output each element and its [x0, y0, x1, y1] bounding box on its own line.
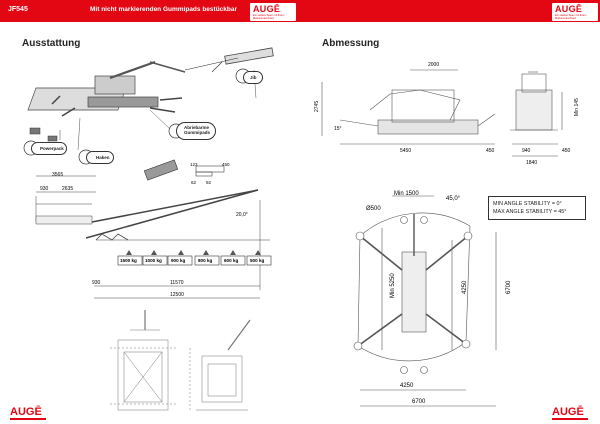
load-label-6: 500 kg	[250, 258, 264, 263]
crane-illustration	[27, 60, 186, 117]
page-title-abmessung: Abmessung	[322, 38, 380, 49]
load-label-4: 800 kg	[198, 258, 212, 263]
dim-dia-500: Ø500	[366, 206, 381, 212]
right-page: AUGĒ Ein starkes Team mit Ihrem Markenma…	[300, 0, 600, 424]
model-number: JF545	[8, 6, 28, 13]
equipment-drawings: 123 450 62 92 3565 930	[23, 47, 274, 411]
load-label-3: 900 kg	[171, 258, 185, 263]
load-labels	[117, 255, 272, 266]
load-label-2: 1000 kg	[145, 258, 162, 263]
dim-2745: 2745	[314, 101, 320, 112]
footer-logo-right: AUGĒ	[552, 406, 584, 418]
stability-min: MIN ANGLE STABILITY = 0°	[493, 201, 562, 207]
bottom-technical-drawings	[110, 310, 251, 411]
jib-illustration	[211, 47, 274, 73]
dim-min-145: Min 145	[574, 98, 580, 116]
dim-6700-vertical: 6700	[506, 280, 512, 294]
dim-930-b: 930	[92, 280, 101, 286]
dim-angle-20: 20,0°	[236, 212, 248, 218]
top-view-drawing	[357, 195, 497, 407]
header-headline: Mit nicht markierenden Gummipads bestück…	[90, 6, 238, 13]
footer-logo-left: AUGĒ	[10, 406, 42, 418]
dim-450-a: 450	[486, 148, 495, 154]
boom-dim-drawing	[35, 175, 270, 299]
outrigger-pads	[353, 216, 473, 374]
dim-4250-horizontal: 4250	[400, 383, 414, 389]
pad-dim-92: 92	[206, 180, 212, 185]
load-label-5: 600 kg	[224, 258, 238, 263]
dim-2635: 2635	[62, 186, 73, 192]
brand-logo-right: AUGĒ Ein starkes Team mit Ihrem Markenma…	[552, 3, 598, 21]
dim-6700-horizontal: 6700	[412, 399, 426, 405]
stability-box: MIN ANGLE STABILITY = 0° MAX ANGLE STABI…	[488, 196, 586, 220]
dim-1840: 1840	[526, 160, 537, 166]
footer-logo-underline-left	[10, 418, 46, 420]
front-view-drawing	[510, 71, 563, 157]
pad-dim-62: 62	[191, 180, 197, 185]
callout-haken: Haken	[86, 151, 114, 164]
left-header-bar: JF545 Mit nicht markierenden Gummipads b…	[0, 0, 300, 22]
stability-max: MAX ANGLE STABILITY = 45°	[493, 209, 567, 215]
dim-5450: 5450	[400, 148, 411, 154]
dim-940: 940	[522, 148, 531, 154]
dim-2000: 2000	[428, 62, 439, 68]
dimension-drawings: 2000 2745 15° 5450 450 Min 145 940 450 1…	[314, 62, 580, 407]
dim-450-b: 450	[562, 148, 571, 154]
rubber-pad-drawing	[143, 159, 225, 181]
dim-4250-vertical: 4250	[462, 280, 468, 294]
dim-12500: 12500	[170, 292, 184, 298]
dim-3565: 3565	[52, 172, 63, 178]
callout-jib: Jib	[243, 71, 263, 84]
pad-dim-450: 450	[222, 162, 230, 167]
dim-930-a: 930	[40, 186, 49, 192]
dim-11570: 11570	[170, 280, 184, 286]
callout-powerpack: Powerpack	[31, 142, 67, 155]
load-label-1: 1500 kg	[120, 258, 137, 263]
dim-min-1500: Min 1500	[394, 191, 419, 197]
brand-logo: AUGĒ Ein starkes Team mit Ihrem Markenma…	[250, 3, 296, 21]
page-title-ausstattung: Ausstattung	[22, 38, 81, 49]
dim-15-deg: 15°	[334, 126, 342, 132]
pad-dim-123: 123	[190, 162, 198, 167]
side-view-drawing	[321, 69, 496, 145]
callout-pads: Abriebarme Gummipads	[176, 122, 216, 140]
footer-logo-underline-right	[552, 418, 588, 420]
dim-min-5250: Min 5250	[390, 273, 396, 298]
left-page: JF545 Mit nicht markierenden Gummipads b…	[0, 0, 301, 424]
right-header-bar: AUGĒ Ein starkes Team mit Ihrem Markenma…	[300, 0, 600, 22]
dim-angle-45: 45,0°	[446, 196, 461, 202]
